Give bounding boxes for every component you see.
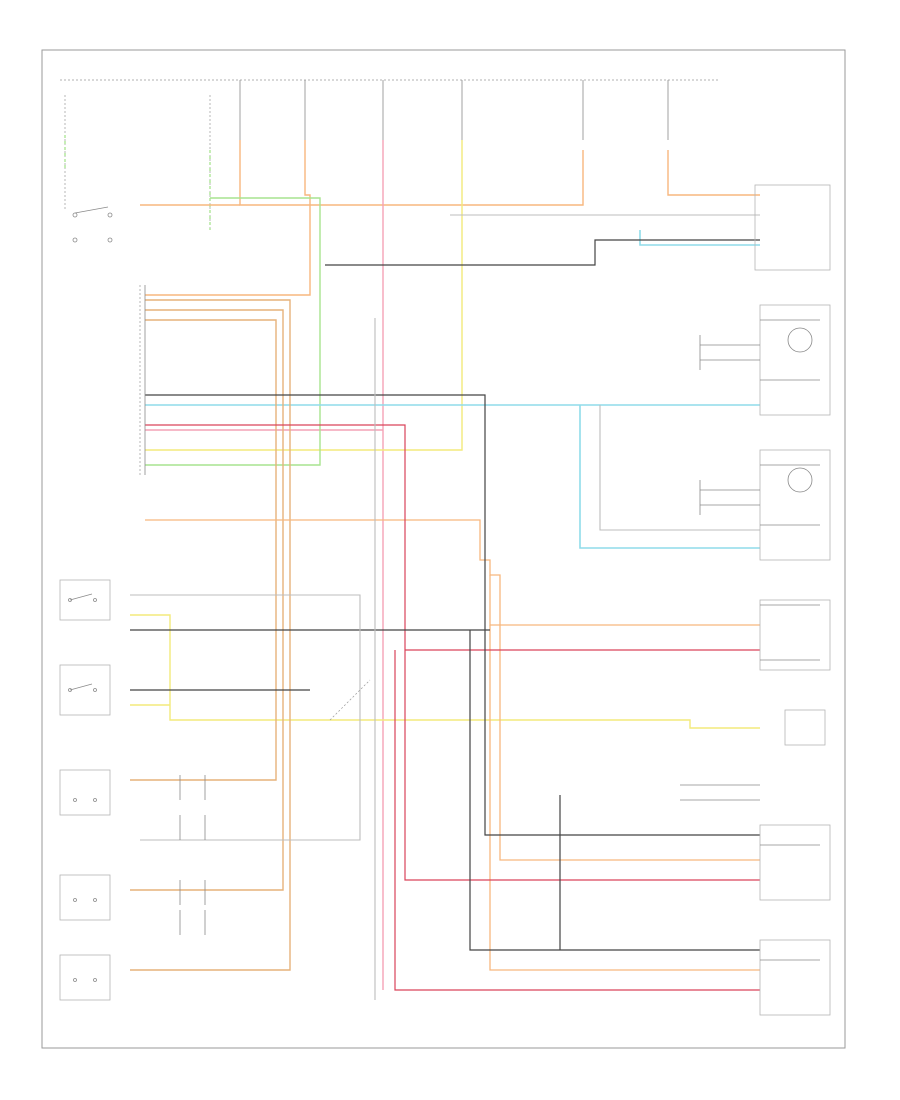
left-switch-5 xyxy=(59,954,111,1001)
center-splice xyxy=(329,679,371,721)
resistor-pack-2 xyxy=(179,880,206,935)
resistor-pack-1 xyxy=(179,775,206,840)
top-fuses xyxy=(64,80,669,230)
relay-right-2 xyxy=(699,480,760,515)
wire-black-1 xyxy=(130,239,760,951)
motor-right-2 xyxy=(787,467,813,493)
wire-orange-3 xyxy=(145,519,760,971)
right-connectors xyxy=(760,319,820,961)
module-pin-block xyxy=(139,285,146,475)
wire-gray-1 xyxy=(130,214,760,1000)
module-right-4 xyxy=(784,709,826,746)
motor-right-1 xyxy=(787,327,813,353)
relay-right-3 xyxy=(680,784,760,801)
left-switch-3 xyxy=(59,769,111,816)
module-right-5 xyxy=(759,824,831,901)
wire-red-1 xyxy=(145,424,760,991)
left-switch-1 xyxy=(59,579,111,621)
module-right-6 xyxy=(759,939,831,1016)
wire-yellow-1 xyxy=(130,140,760,729)
module-top-right xyxy=(754,184,831,271)
left-switch-2 xyxy=(59,664,111,716)
module-right-1 xyxy=(759,304,831,416)
wire-cyan-1 xyxy=(145,230,760,549)
wire-green-1 xyxy=(145,197,321,466)
wire-orange-2 xyxy=(145,140,760,296)
module-right-3 xyxy=(759,599,831,671)
wire-tan-bundle xyxy=(130,299,291,971)
module-right-2 xyxy=(759,449,831,561)
wire-pink-1 xyxy=(145,140,384,990)
left-top-switch xyxy=(72,206,113,243)
wire-orange-1 xyxy=(140,140,584,206)
diagram-frame xyxy=(41,49,846,1049)
left-switch-4 xyxy=(59,874,111,921)
relay-right-1 xyxy=(699,335,760,370)
